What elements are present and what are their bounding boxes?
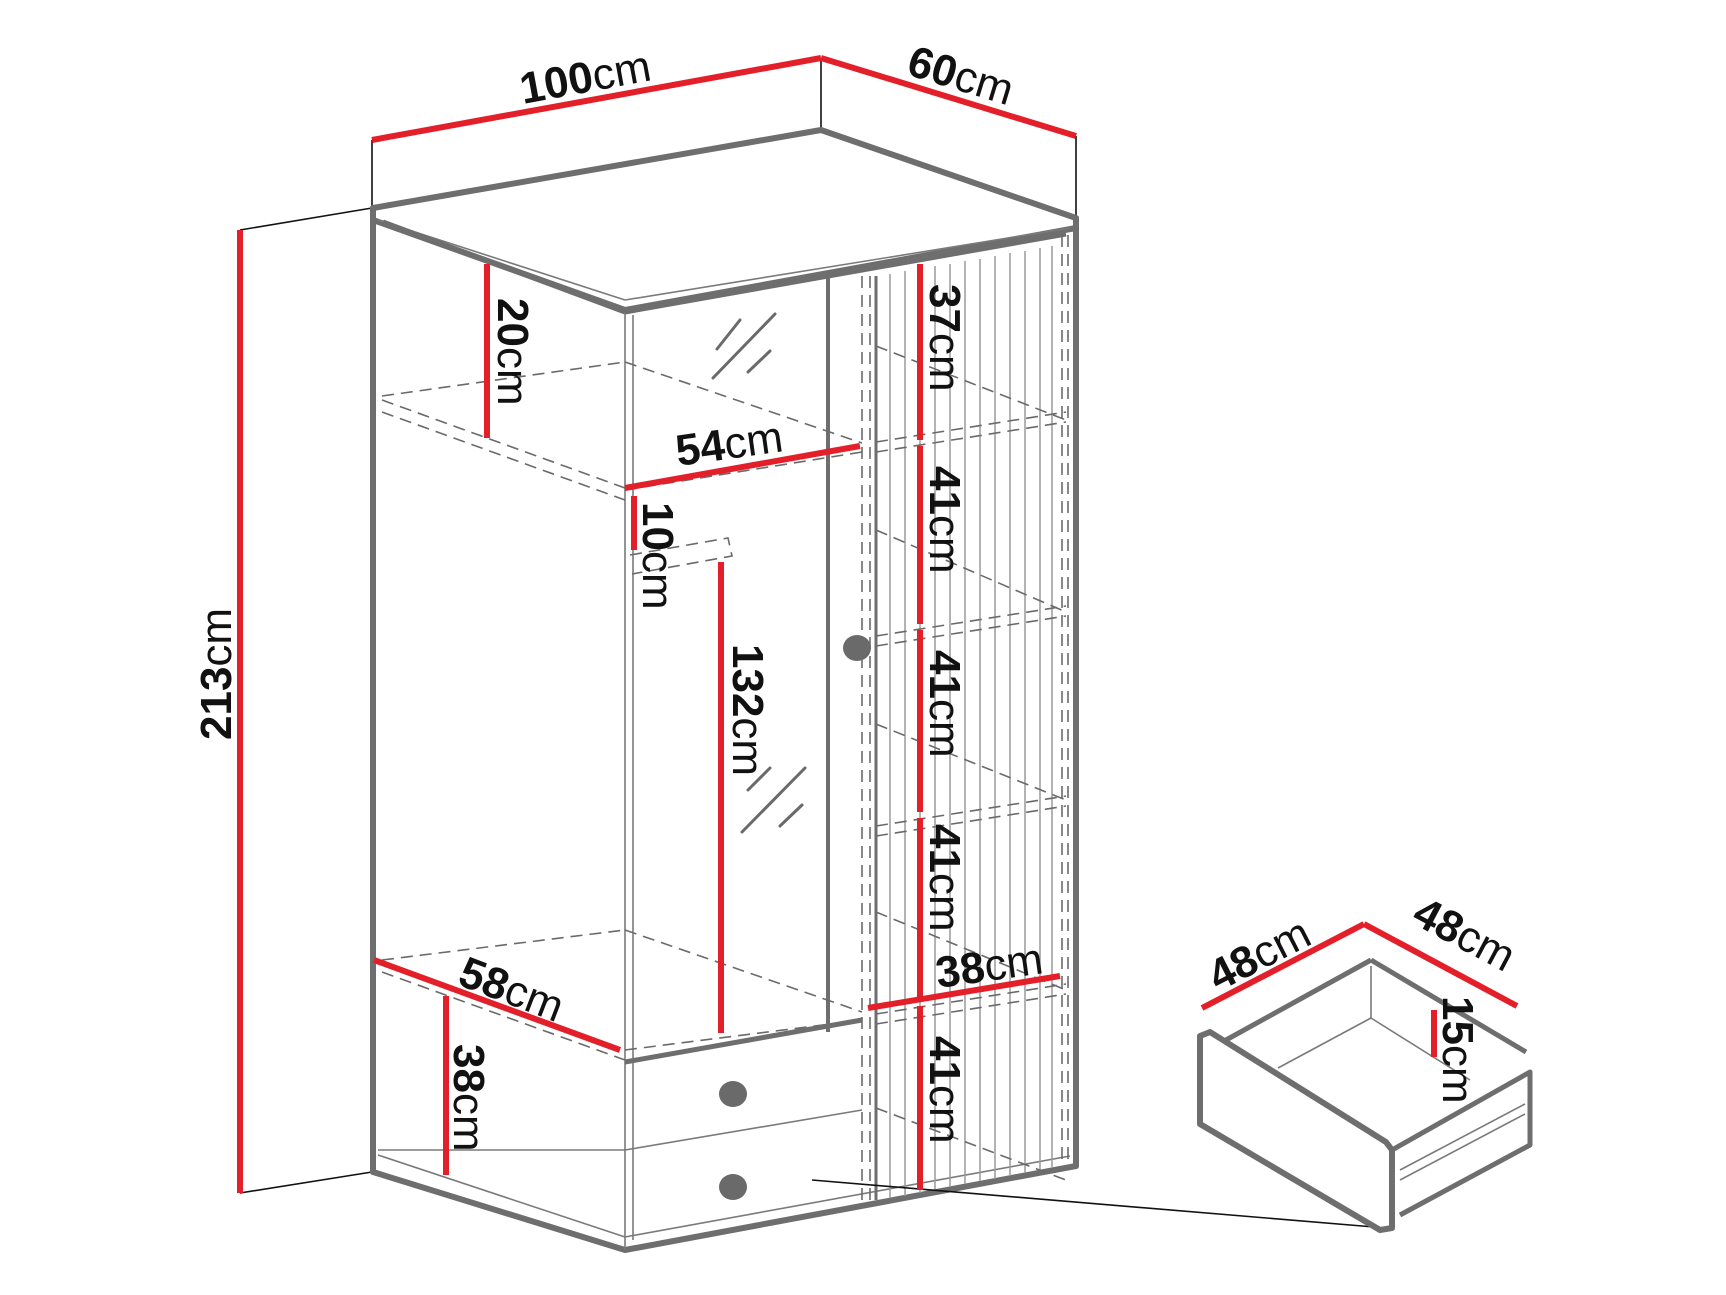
label-right-spacing-1: 37cm xyxy=(920,284,969,392)
slatted-door xyxy=(889,246,1053,1198)
drawer-detail xyxy=(1197,957,1533,1233)
label-right-spacing-2: 41cm xyxy=(920,466,969,574)
extension-lines xyxy=(239,58,1077,1194)
label-drawer-depth: 48cm xyxy=(1405,888,1523,982)
left-compartment xyxy=(378,361,863,1151)
label-overall-height: 213cm xyxy=(192,608,241,740)
label-drawer-width: 48cm xyxy=(1200,908,1318,1001)
label-right-shelf-width: 38cm xyxy=(933,934,1046,997)
dimension-lines xyxy=(237,55,1519,1193)
label-right-spacing-3: 41cm xyxy=(920,650,969,758)
drawer-leader-line xyxy=(811,1179,1387,1229)
door-knob-icon[interactable] xyxy=(843,635,871,661)
mirror-glare-icon xyxy=(711,312,807,834)
drawer-knob-icon[interactable] xyxy=(719,1174,747,1200)
label-rail-gap: 10cm xyxy=(633,502,682,610)
label-shelf-depth: 54cm xyxy=(673,412,786,475)
label-top-shelf-gap: 20cm xyxy=(488,298,537,406)
label-right-spacing-5: 41cm xyxy=(920,1036,969,1144)
dimension-labels: 100cm 60cm 213cm 20cm 54cm 10cm 132cm 58… xyxy=(192,37,1523,1152)
label-drawer-section-height: 38cm xyxy=(444,1044,493,1152)
label-right-spacing-4: 41cm xyxy=(920,824,969,932)
drawer-knob-icon[interactable] xyxy=(719,1081,747,1107)
label-drawer-height: 15cm xyxy=(1433,996,1482,1104)
wardrobe-body xyxy=(370,127,1079,1253)
label-hanging-height: 132cm xyxy=(723,644,772,776)
right-shelves xyxy=(875,345,1067,1181)
